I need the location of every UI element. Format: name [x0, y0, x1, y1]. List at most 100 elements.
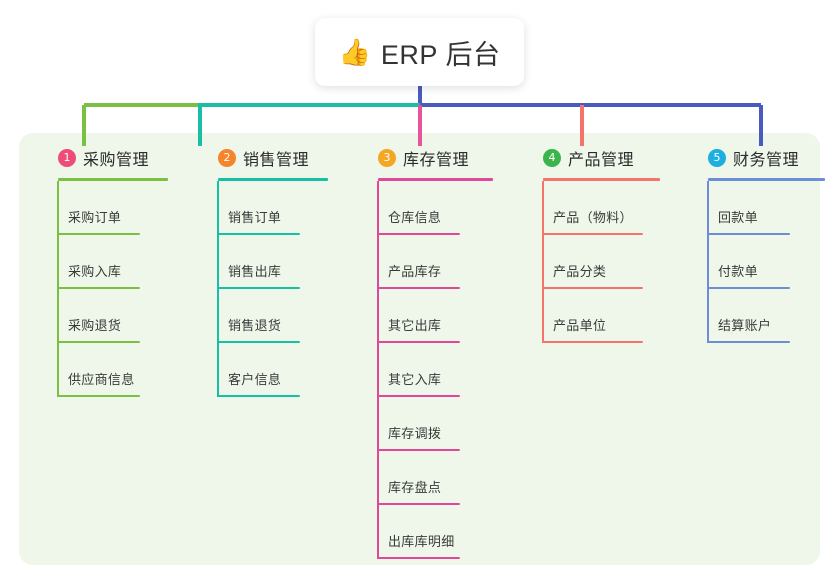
leaf-label: 销售订单 [228, 210, 282, 225]
leaf-rule [378, 557, 460, 559]
leaf-label: 客户信息 [228, 372, 282, 387]
leaf-list-3: 仓库信息产品库存其它出库其它入库库存调拨库存盘点出库库明细 [356, 181, 493, 559]
leaf-label: 结算账户 [718, 318, 772, 333]
leaf-item[interactable]: 结算账户 [686, 289, 825, 343]
column-header-2[interactable]: 2 销售管理 [196, 146, 328, 170]
leaf-rule [58, 233, 140, 235]
leaf-item[interactable]: 其它入库 [356, 343, 493, 397]
leaf-label: 销售出库 [228, 264, 282, 279]
leaf-rule [58, 395, 140, 397]
leaf-item[interactable]: 出库库明细 [356, 505, 493, 559]
column-badge-1: 1 [58, 149, 76, 167]
leaf-rule [543, 341, 643, 343]
leaf-item[interactable]: 回款单 [686, 181, 825, 235]
leaf-rule [378, 233, 460, 235]
column-5: 5 财务管理回款单付款单结算账户 [686, 146, 825, 343]
leaf-label: 出库库明细 [388, 534, 455, 549]
leaf-rule [58, 341, 140, 343]
leaf-list-1: 采购订单采购入库采购退货供应商信息 [36, 181, 168, 397]
leaf-item[interactable]: 采购订单 [36, 181, 168, 235]
leaf-label: 供应商信息 [68, 372, 135, 387]
leaf-label: 产品单位 [553, 318, 607, 333]
leaf-rule [218, 395, 300, 397]
column-4: 4 产品管理产品（物料） 产品分类产品单位 [521, 146, 660, 343]
leaf-rule [543, 233, 643, 235]
column-header-5[interactable]: 5 财务管理 [686, 146, 825, 170]
column-badge-5: 5 [708, 149, 726, 167]
leaf-list-5: 回款单付款单结算账户 [686, 181, 825, 343]
leaf-label: 产品分类 [553, 264, 607, 279]
leaf-item[interactable]: 客户信息 [196, 343, 328, 397]
leaf-item[interactable]: 库存调拨 [356, 397, 493, 451]
leaf-rule [708, 341, 790, 343]
leaf-item[interactable]: 销售退货 [196, 289, 328, 343]
leaf-label: 产品库存 [388, 264, 442, 279]
leaf-item[interactable]: 仓库信息 [356, 181, 493, 235]
column-rule-5 [708, 178, 825, 181]
column-badge-2: 2 [218, 149, 236, 167]
leaf-label: 其它出库 [388, 318, 442, 333]
leaf-rule [708, 287, 790, 289]
diagram-panel [19, 133, 820, 565]
root-node[interactable]: 👍 ERP 后台 [315, 18, 524, 86]
leaf-rule [378, 503, 460, 505]
leaf-label: 仓库信息 [388, 210, 442, 225]
leaf-label: 回款单 [718, 210, 758, 225]
column-header-4[interactable]: 4 产品管理 [521, 146, 660, 170]
leaf-spine-2 [217, 181, 219, 397]
column-2: 2 销售管理销售订单销售出库销售退货客户信息 [196, 146, 328, 397]
leaf-label: 库存盘点 [388, 480, 442, 495]
leaf-rule [378, 449, 460, 451]
leaf-item[interactable]: 产品分类 [521, 235, 660, 289]
leaf-list-4: 产品（物料） 产品分类产品单位 [521, 181, 660, 343]
leaf-label: 其它入库 [388, 372, 442, 387]
leaf-label: 采购退货 [68, 318, 122, 333]
leaf-rule [378, 341, 460, 343]
leaf-item[interactable]: 付款单 [686, 235, 825, 289]
column-1: 1 采购管理采购订单采购入库采购退货供应商信息 [36, 146, 168, 397]
leaf-rule [218, 233, 300, 235]
thumbs-up-icon: 👍 [338, 37, 371, 67]
leaf-spine-4 [542, 181, 544, 343]
column-rule-1 [58, 178, 168, 181]
leaf-rule [543, 287, 643, 289]
leaf-label: 产品（物料） [553, 210, 633, 225]
leaf-spine-3 [377, 181, 379, 559]
leaf-list-2: 销售订单销售出库销售退货客户信息 [196, 181, 328, 397]
leaf-item[interactable]: 销售出库 [196, 235, 328, 289]
leaf-item[interactable]: 供应商信息 [36, 343, 168, 397]
column-rule-2 [218, 178, 328, 181]
column-title-4: 产品管理 [568, 152, 635, 169]
leaf-item[interactable]: 采购退货 [36, 289, 168, 343]
leaf-item[interactable]: 销售订单 [196, 181, 328, 235]
page-title: ERP 后台 [380, 39, 501, 70]
leaf-spine-1 [57, 181, 59, 397]
leaf-rule [708, 233, 790, 235]
column-title-5: 财务管理 [733, 152, 800, 169]
column-rule-4 [543, 178, 660, 181]
leaf-rule [218, 341, 300, 343]
leaf-rule [58, 287, 140, 289]
column-title-1: 采购管理 [83, 152, 150, 169]
leaf-item[interactable]: 其它出库 [356, 289, 493, 343]
leaf-rule [218, 287, 300, 289]
column-title-3: 库存管理 [403, 152, 470, 169]
leaf-rule [378, 395, 460, 397]
leaf-rule [378, 287, 460, 289]
column-header-1[interactable]: 1 采购管理 [36, 146, 168, 170]
leaf-item[interactable]: 库存盘点 [356, 451, 493, 505]
leaf-item[interactable]: 产品库存 [356, 235, 493, 289]
leaf-label: 库存调拨 [388, 426, 442, 441]
leaf-label: 采购订单 [68, 210, 122, 225]
leaf-label: 采购入库 [68, 264, 122, 279]
leaf-item[interactable]: 产品单位 [521, 289, 660, 343]
column-rule-3 [378, 178, 493, 181]
column-badge-4: 4 [543, 149, 561, 167]
leaf-item[interactable]: 采购入库 [36, 235, 168, 289]
column-title-2: 销售管理 [243, 152, 310, 169]
leaf-item[interactable]: 产品（物料） [521, 181, 660, 235]
leaf-label: 付款单 [718, 264, 758, 279]
